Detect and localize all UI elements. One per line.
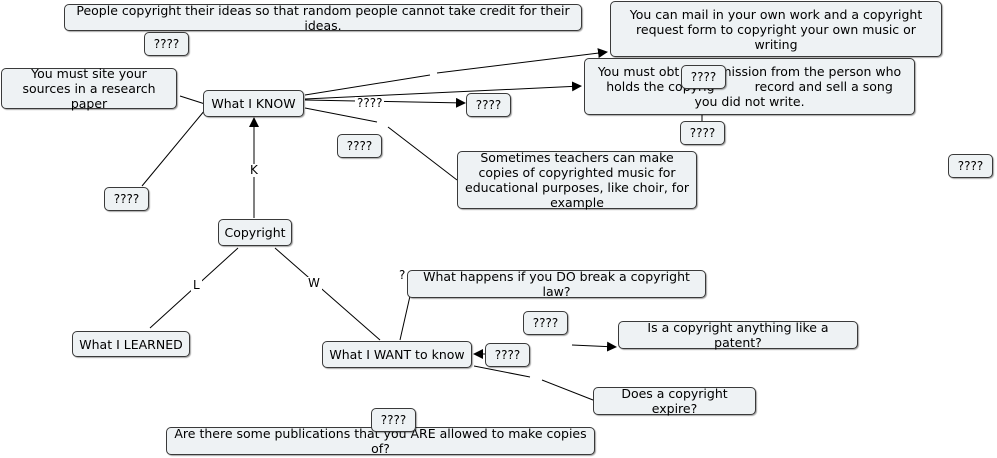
link-label-know-mid: ???? — [355, 96, 385, 110]
node-unknown-3[interactable]: ???? — [337, 134, 382, 158]
link-know-teachers-b — [387, 126, 458, 181]
link-copyright-want — [274, 247, 381, 341]
link-want-expire-a — [473, 365, 531, 378]
node-copyright[interactable]: Copyright — [218, 219, 292, 246]
link-know-q1 — [141, 109, 206, 187]
link-want-break — [399, 295, 411, 341]
node-what-i-want-to-know[interactable]: What I WANT to know — [322, 341, 472, 368]
link-label-w: W — [306, 276, 322, 290]
link-label-break-q: ? — [399, 268, 406, 282]
node-unknown-9[interactable]: ???? — [485, 343, 530, 367]
link-know-permission — [304, 81, 582, 100]
link-want-expire-b — [541, 379, 594, 401]
link-know-teachers-a — [304, 107, 378, 123]
link-label-l: L — [191, 278, 202, 292]
link-q-patent — [571, 341, 617, 352]
node-break-law[interactable]: What happens if you DO break a copyright… — [407, 269, 706, 299]
link-know-mail-a — [304, 74, 431, 96]
node-cite-sources[interactable]: You must site your sources in a research… — [1, 66, 177, 111]
link-label-k: K — [248, 163, 260, 177]
node-patent[interactable]: Is a copyright anything like a patent? — [618, 320, 858, 350]
node-unknown-7[interactable]: ???? — [948, 154, 993, 178]
node-unknown-5[interactable]: ???? — [681, 65, 726, 89]
node-mail-in[interactable]: You can mail in your own work and a copy… — [610, 1, 942, 57]
node-unknown-8[interactable]: ???? — [523, 311, 568, 335]
node-unknown-6[interactable]: ???? — [680, 121, 725, 145]
link-know-mail-b — [436, 48, 608, 74]
node-unknown-4[interactable]: ???? — [466, 93, 511, 117]
node-what-i-know[interactable]: What I KNOW — [203, 90, 304, 117]
node-unknown-10[interactable]: ???? — [371, 408, 416, 432]
node-what-i-learned[interactable]: What I LEARNED — [72, 331, 190, 357]
node-ideas[interactable]: People copyright their ideas so that ran… — [64, 3, 582, 33]
node-expire[interactable]: Does a copyright expire? — [593, 386, 756, 416]
node-unknown-1[interactable]: ???? — [144, 32, 189, 56]
link-know-q3 — [304, 97, 466, 108]
link-know-sources — [179, 95, 206, 105]
node-unknown-2[interactable]: ???? — [104, 187, 149, 211]
node-teachers[interactable]: Sometimes teachers can make copies of co… — [457, 150, 697, 210]
